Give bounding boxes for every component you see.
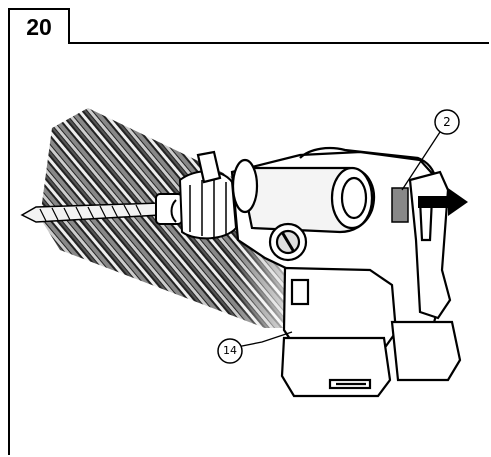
callout-2-label: 2	[443, 115, 451, 129]
callout-2	[434, 109, 460, 135]
slide-direction-arrow	[418, 188, 468, 216]
figure-number: 20	[26, 14, 52, 40]
figure-frame	[8, 42, 489, 455]
callout-14	[217, 338, 243, 364]
drill-housing	[196, 147, 462, 398]
release-button	[391, 187, 409, 223]
leader-lines	[231, 131, 441, 349]
drill-bit	[20, 202, 161, 223]
figure-number-tab: 20	[8, 8, 70, 44]
callout-14-label: 14	[223, 344, 237, 357]
